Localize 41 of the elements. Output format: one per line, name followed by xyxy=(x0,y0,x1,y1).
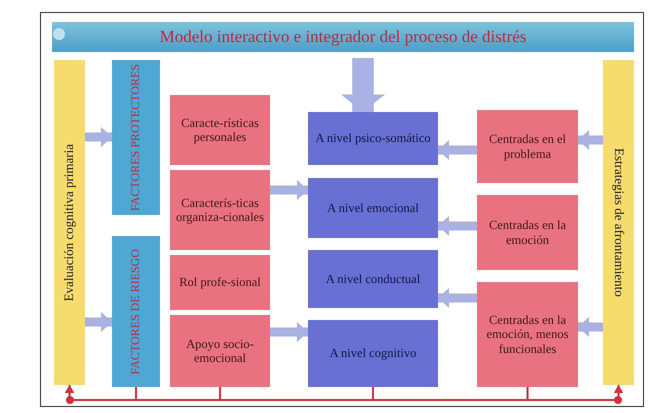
strategy-box xyxy=(477,282,578,387)
block-arrow xyxy=(438,140,477,160)
box-label: Rol profe-sional xyxy=(179,275,261,290)
block-arrow xyxy=(270,180,308,200)
box-label: Centradas en la emoción xyxy=(488,218,568,247)
block-arrow xyxy=(341,58,385,112)
block-arrow xyxy=(438,288,477,308)
block-arrow xyxy=(85,127,112,147)
factor-box xyxy=(170,255,270,310)
block-arrow xyxy=(438,216,477,236)
box-label: Evaluación cognitiva primaria xyxy=(62,144,77,302)
box-label: Apoyo socio-emocional xyxy=(185,336,255,366)
factor-box xyxy=(170,315,270,387)
block-arrow xyxy=(270,322,308,342)
strategy-box xyxy=(477,195,578,270)
coping-bar xyxy=(603,60,634,385)
box-label: Caracterís-ticas organiza-cionales xyxy=(175,196,265,224)
factor-bar xyxy=(112,60,160,215)
block-arrow xyxy=(578,317,603,337)
outcome-box xyxy=(308,250,438,308)
title: Modelo interactivo e integrador del proceso de distrés xyxy=(160,27,526,47)
factor-box xyxy=(170,95,270,165)
box-label: Centradas en la emoción, menos funcionales xyxy=(486,312,570,356)
box-label: A nivel conductual xyxy=(326,272,420,286)
strategy-box xyxy=(477,110,578,183)
block-arrow xyxy=(85,312,112,332)
box-label: FACTORES PROTECTORES xyxy=(129,64,143,212)
factor-bar xyxy=(112,236,160,387)
box-label: A nivel emocional xyxy=(327,200,419,216)
block-arrow xyxy=(578,130,603,150)
box-label: Centradas en el problema xyxy=(488,132,568,161)
box-label: Caracte-rísticas personales xyxy=(180,116,260,144)
outcome-box xyxy=(308,178,438,238)
outcome-box xyxy=(308,320,438,387)
factor-box xyxy=(170,170,270,250)
box-label: A nivel cognitivo xyxy=(330,346,416,361)
box-label: Estrategias de afrontamiento xyxy=(611,148,626,297)
assessment-bar xyxy=(54,60,85,385)
box-label: FACTORES DE RIESGO xyxy=(129,248,143,374)
box-label: A nivel psico-somático xyxy=(315,131,431,146)
outcome-box xyxy=(308,112,438,165)
